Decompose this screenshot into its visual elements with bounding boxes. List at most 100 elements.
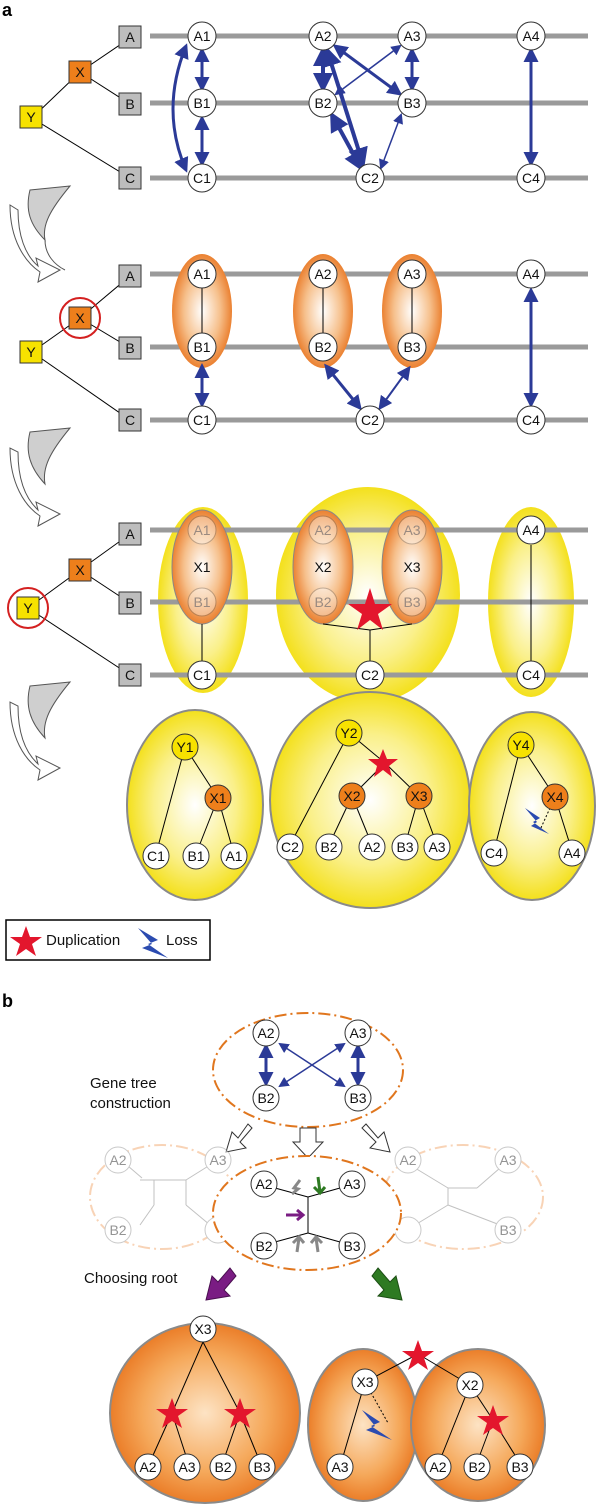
- gene-c1: C1: [193, 170, 211, 186]
- left-a2: A2: [139, 1459, 156, 1475]
- gene-c4: C4: [522, 412, 540, 428]
- faded-right-a2: A2: [399, 1152, 416, 1168]
- leaf-b-label: B: [125, 96, 134, 112]
- highlight-y-circle: [7, 587, 49, 629]
- right-b3: B3: [511, 1459, 528, 1475]
- svg-text:C: C: [125, 667, 135, 683]
- right-a3: A3: [331, 1459, 348, 1475]
- duplication-star-icon: [10, 926, 42, 956]
- gene-b2-faded: B2: [314, 594, 331, 610]
- cluster-x1-label: X1: [193, 559, 210, 575]
- node-y-box: [19, 105, 43, 129]
- curved-arrow-1: [9, 185, 72, 283]
- svg-text:X: X: [75, 310, 85, 326]
- choosing-root-label: Choosing root: [84, 1270, 178, 1287]
- svg-text:Y: Y: [26, 344, 36, 360]
- left-b2: B2: [214, 1459, 231, 1475]
- homology-arrows-row1: [171, 43, 539, 173]
- tree1-y1: Y1: [176, 739, 193, 755]
- tree2-b2: B2: [320, 839, 337, 855]
- species-tree-row1: Y X A B C: [19, 25, 142, 190]
- left-a3: A3: [178, 1459, 195, 1475]
- legend-loss-label: Loss: [166, 932, 198, 949]
- legend-box: [5, 919, 211, 961]
- svg-text:Y: Y: [23, 600, 33, 616]
- tree2-b3: B3: [396, 839, 413, 855]
- row1: Y X A B C A1: [19, 21, 588, 193]
- b-top-b3: B3: [349, 1090, 366, 1106]
- duplication-star: [348, 588, 392, 630]
- right-loss-icon: [362, 1410, 392, 1440]
- gene-a1: A1: [193, 28, 210, 44]
- leaf-a-box: [118, 25, 142, 49]
- svg-text:A: A: [125, 526, 135, 542]
- tree1-b1: B1: [187, 848, 204, 864]
- highlight-x-circle: [59, 297, 101, 339]
- node-y-label: Y: [26, 109, 36, 125]
- svg-text:C: C: [125, 412, 135, 428]
- left-b3: B3: [253, 1459, 270, 1475]
- faded-left-b2: B2: [109, 1222, 126, 1238]
- curved-arrow-3: [9, 681, 72, 781]
- right-x3: X3: [356, 1374, 373, 1390]
- gene-a3: A3: [403, 28, 420, 44]
- gene-a1-faded: A1: [193, 522, 210, 538]
- tree1-x1: X1: [209, 790, 226, 806]
- right-a2: A2: [429, 1459, 446, 1475]
- gene-c4: C4: [522, 170, 540, 186]
- green-root-arrow: [371, 1267, 403, 1301]
- tree2-c2: C2: [281, 839, 299, 855]
- tree2-x3: X3: [410, 788, 427, 804]
- faded-left-a3: A3: [209, 1152, 226, 1168]
- svg-text:X: X: [75, 562, 85, 578]
- gene-c1: C1: [193, 667, 211, 683]
- gene-nodes-row1: A1 B1 C1 A2 B2 A3 B3 C2 A4 C4: [187, 21, 546, 193]
- legend-duplication-label: Duplication: [46, 932, 120, 949]
- legend: Duplication Loss: [5, 919, 211, 961]
- central-a3: A3: [343, 1176, 360, 1192]
- node-x-box: [68, 60, 92, 84]
- tree3-x4: X4: [546, 789, 563, 805]
- faded-tree-left: A2 A3 B2: [89, 1144, 235, 1250]
- svg-text:A: A: [125, 268, 135, 284]
- central-b2: B2: [255, 1238, 272, 1254]
- faded-tree-right: A2 A3 B3: [382, 1144, 544, 1250]
- leaf-c-box: [118, 166, 142, 190]
- rooted-tree-right: X3 A3 X2 A2 B2 B3: [307, 1340, 546, 1502]
- node-x-label: X: [75, 64, 85, 80]
- gene-b3-faded: B3: [403, 594, 420, 610]
- gene-b3: B3: [403, 339, 420, 355]
- gene-c2: C2: [361, 412, 379, 428]
- faded-left-a2: A2: [109, 1152, 126, 1168]
- gene-c2: C2: [361, 667, 379, 683]
- gene-c4: C4: [522, 667, 540, 683]
- row3: Y X A B C: [7, 487, 588, 703]
- right-x2: X2: [461, 1377, 478, 1393]
- gene-a4: A4: [522, 28, 539, 44]
- cluster-x3-label: X3: [403, 559, 420, 575]
- purple-root-arrow: [205, 1267, 237, 1301]
- gene-nodes-row2: A1 B1 C1 A2 B2 A3 B3 C2 A4 C4: [187, 259, 546, 435]
- tree-construction-arrows: [225, 1123, 391, 1159]
- b-top-a3: A3: [349, 1025, 366, 1041]
- gene-a4: A4: [522, 266, 539, 282]
- tree1-a1: A1: [225, 848, 242, 864]
- tree1-c1: C1: [147, 848, 165, 864]
- gene-a3-faded: A3: [403, 522, 420, 538]
- root-duplication-star: [402, 1340, 434, 1370]
- b-top-b2: B2: [257, 1090, 274, 1106]
- gene-b1: B1: [193, 339, 210, 355]
- gene-a2: A2: [314, 266, 331, 282]
- svg-text:B: B: [125, 340, 134, 356]
- gene-a2-faded: A2: [314, 522, 331, 538]
- curved-arrow-2: [9, 427, 72, 527]
- gene-c1: C1: [193, 412, 211, 428]
- b-top-a2: A2: [257, 1025, 274, 1041]
- tree2-a2: A2: [363, 839, 380, 855]
- gene-b1-faded: B1: [193, 594, 210, 610]
- gene-b2: B2: [314, 339, 331, 355]
- species-tree-row2: Y X A B C: [19, 264, 142, 432]
- tree3-y4: Y4: [512, 737, 529, 753]
- tree2-duplication-star: [368, 749, 398, 777]
- tree3-loss-icon: [525, 808, 549, 834]
